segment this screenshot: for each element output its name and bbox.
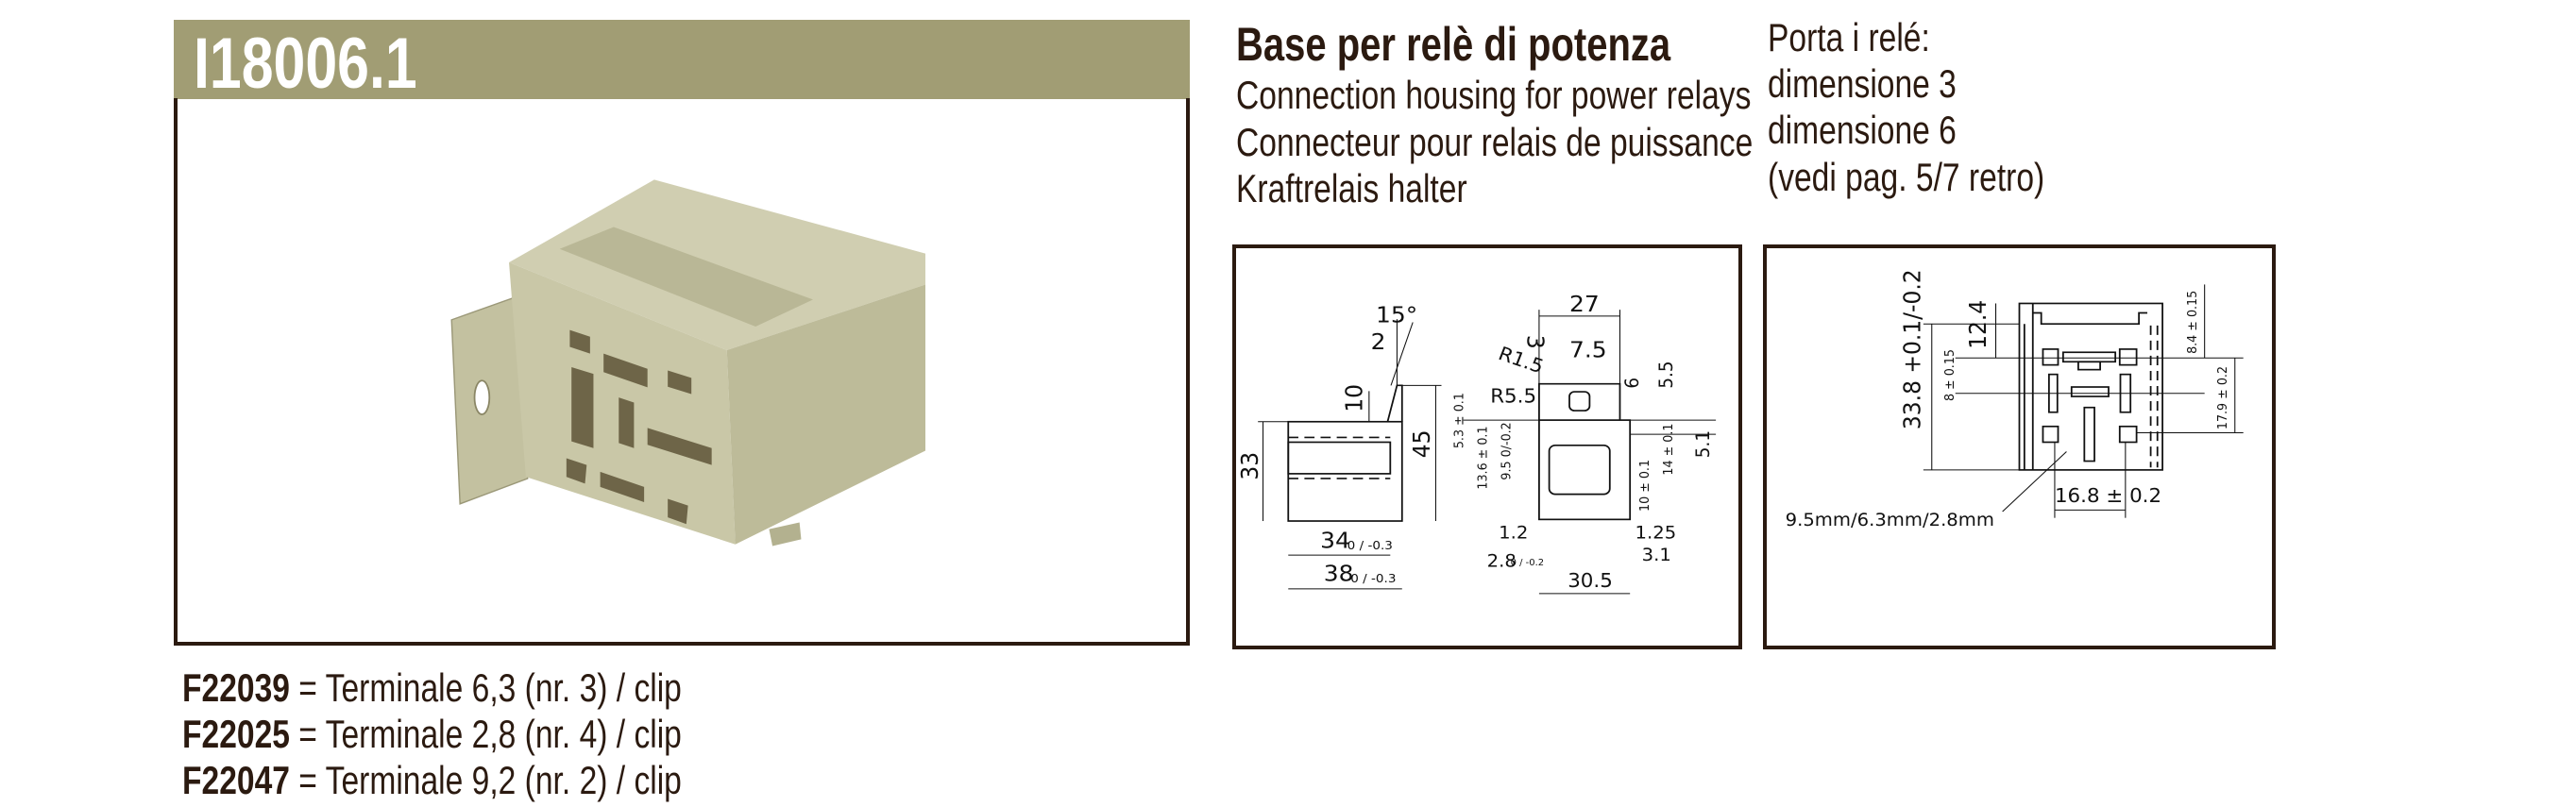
dim-17-9: 17.9 ± 0.2 <box>2215 366 2229 429</box>
dim-2-8: 2.8 <box>1487 551 1517 571</box>
technical-drawing-1: 15° 2 10 33 45 34 0 / -0.3 38 0 / -0.3 2… <box>1236 292 1717 595</box>
dim-5-3: 5.3 ± 0.1 <box>1452 393 1466 448</box>
dim-34: 34 <box>1320 528 1350 553</box>
dim-38: 38 <box>1324 561 1354 586</box>
dim-30-5: 30.5 <box>1568 570 1613 592</box>
dim-14: 14 ± 0.1 <box>1661 424 1675 476</box>
dim-16-8: 16.8 ± 0.2 <box>2055 485 2161 507</box>
description-de: Kraftrelais halter <box>1236 166 1467 210</box>
dim-6: 6 <box>1622 378 1644 389</box>
dim-5-5: 5.5 <box>1655 361 1677 388</box>
relay-housing-photo <box>450 179 925 546</box>
dim-38-tol: 0 / -0.3 <box>1350 573 1396 587</box>
dim-45: 45 <box>1408 429 1435 458</box>
dim-8: 8 ± 0.15 <box>1943 349 1957 401</box>
accessory-item: F22025 = Terminale 2,8 (nr. 4) / clip <box>182 715 682 754</box>
technical-drawing-2: 33.8 +0.1/-0.2 12.4 8 ± 0.15 8.4 ± 0.15 … <box>1786 269 2244 530</box>
dim-r5-5: R5.5 <box>1490 385 1536 407</box>
accessory-item: F22039 = Terminale 6,3 (nr. 3) / clip <box>182 668 682 708</box>
accessory-code: F22047 <box>182 758 290 802</box>
dim-3-1: 3.1 <box>1642 545 1671 564</box>
compatibility-size-6: dimensione 6 <box>1768 108 1957 152</box>
dim-34-tol: 0 / -0.3 <box>1347 539 1393 553</box>
dimension-drawing-bottom: 33.8 +0.1/-0.2 12.4 8 ± 0.15 8.4 ± 0.15 … <box>1763 244 2276 649</box>
dim-10-tol: 10 ± 0.1 <box>1637 460 1652 512</box>
dimension-drawing-side-front: 15° 2 10 33 45 34 0 / -0.3 38 0 / -0.3 2… <box>1232 244 1742 649</box>
accessory-desc: = Terminale 6,3 (nr. 3) / clip <box>298 665 682 710</box>
dim-8-4: 8.4 ± 0.15 <box>2185 291 2199 354</box>
dim-2: 2 <box>1371 329 1386 355</box>
dim-27: 27 <box>1569 292 1600 317</box>
accessory-desc: = Terminale 9,2 (nr. 2) / clip <box>298 758 682 802</box>
dim-7-5: 7.5 <box>1569 337 1607 362</box>
dim-1-2: 1.2 <box>1499 523 1528 543</box>
description-en: Connection housing for power relays <box>1236 73 1752 117</box>
accessory-code: F22039 <box>182 665 290 710</box>
dim-2-8-tol: 0 / -0.2 <box>1511 558 1544 568</box>
accessory-item: F22047 = Terminale 9,2 (nr. 2) / clip <box>182 761 682 800</box>
dim-13-6: 13.6 ± 0.1 <box>1476 426 1490 489</box>
description-fr: Connecteur pour relais de puissance <box>1236 120 1754 164</box>
dim-33-8: 33.8 +0.1/-0.2 <box>1899 269 1926 429</box>
compatibility-heading: Porta i relé: <box>1768 15 1930 59</box>
product-photo-frame <box>174 98 1190 646</box>
dim-angle: 15° <box>1376 302 1417 328</box>
product-title-it: Base per relè di potenza <box>1236 18 1671 71</box>
dim-9-5: 9.5 0/-0.2 <box>1500 422 1514 479</box>
compatibility-page-ref: (vedi pag. 5/7 retro) <box>1768 155 2045 199</box>
dim-1-25: 1.25 <box>1635 523 1677 543</box>
dim-5-1: 5.1 <box>1692 430 1714 458</box>
dim-3: 3 <box>1521 335 1549 349</box>
dim-12-4: 12.4 <box>1964 300 1991 349</box>
dim-10: 10 <box>1341 384 1368 412</box>
dim-33: 33 <box>1236 452 1263 480</box>
product-code: I18006.1 <box>194 24 417 104</box>
terminal-sizes-note: 9.5mm/6.3mm/2.8mm <box>1786 511 1994 530</box>
accessory-code: F22025 <box>182 712 290 756</box>
product-header-band <box>174 20 1190 99</box>
accessory-desc: = Terminale 2,8 (nr. 4) / clip <box>298 712 682 756</box>
compatibility-size-3: dimensione 3 <box>1768 61 1957 106</box>
